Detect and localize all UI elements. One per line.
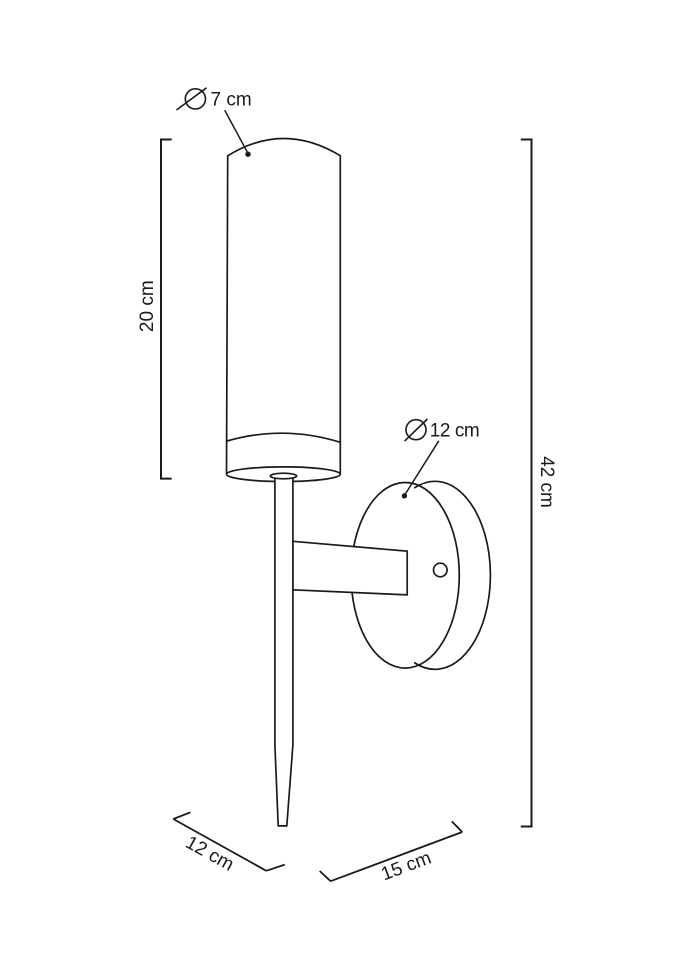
- svg-text:7 cm: 7 cm: [211, 90, 252, 111]
- svg-text:12 cm: 12 cm: [430, 421, 480, 442]
- svg-text:42 cm: 42 cm: [536, 456, 557, 508]
- svg-text:20 cm: 20 cm: [137, 280, 158, 332]
